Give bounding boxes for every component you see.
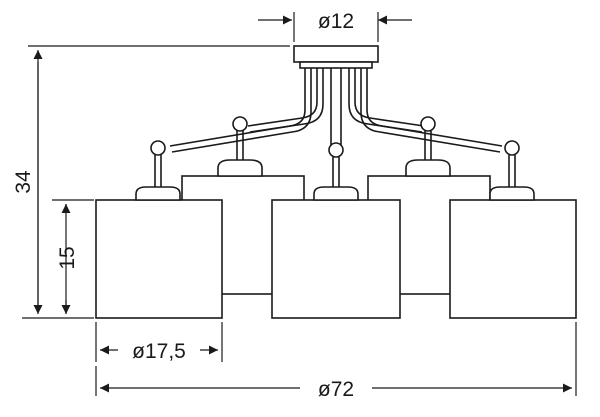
shade-height-dimension: 15 <box>22 199 94 319</box>
drop-stems <box>154 131 516 188</box>
total-height-label: 34 <box>12 170 35 194</box>
front-shades <box>95 186 577 319</box>
top-diameter-label: ø12 <box>318 10 354 33</box>
shade-height-label: 15 <box>56 246 79 269</box>
shade-diameter-dimension: ø17,5 <box>95 322 223 363</box>
top-diameter-dimension: ø12 <box>258 10 412 42</box>
shade-diameter-label: ø17,5 <box>132 340 186 363</box>
total-diameter-dimension: ø72 <box>95 322 577 401</box>
arm-knobs <box>150 116 520 158</box>
total-height-dimension: 34 <box>12 45 290 314</box>
ceiling-canopy <box>293 45 379 69</box>
total-diameter-label: ø72 <box>318 378 354 401</box>
lamp-arms <box>169 68 503 153</box>
